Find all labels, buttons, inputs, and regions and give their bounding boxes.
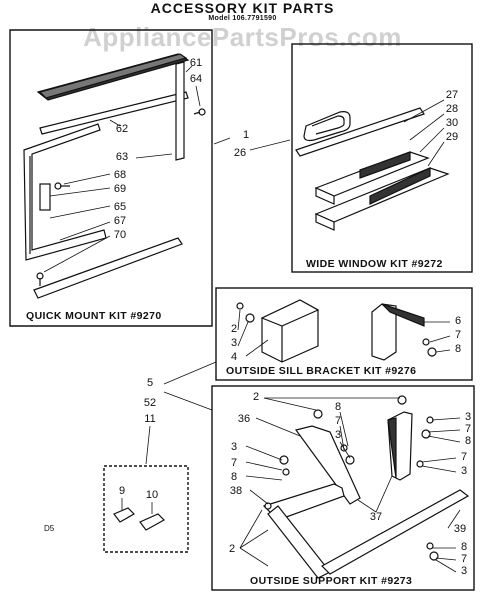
- clip-small-part: [113, 507, 135, 523]
- quick-mount-kit-label: QUICK MOUNT KIT #9270: [26, 310, 162, 322]
- small-parts: [113, 498, 165, 531]
- outside-support-kit-box: [211, 385, 475, 591]
- diagram-title: ACCESSORY KIT PARTS: [150, 0, 335, 16]
- callout-67: 67: [113, 215, 127, 227]
- wide-window-leaders: [403, 99, 445, 167]
- callout-28: 28: [445, 103, 459, 115]
- vertical-rail-part: [175, 61, 185, 161]
- callout-sb-3: 3: [230, 337, 238, 349]
- callout-63: 63: [115, 151, 129, 163]
- callout-26: 26: [233, 147, 247, 159]
- callout-os-mid-8: 8: [334, 401, 342, 413]
- callout-os-right-7: 7: [464, 423, 472, 435]
- callout-os-right-3: 3: [464, 411, 472, 423]
- callout-os-bot-3: 3: [460, 565, 468, 577]
- corner-code: D5: [44, 524, 55, 533]
- callout-62: 62: [115, 123, 129, 135]
- quick-mount-kit-box: [9, 29, 213, 327]
- callout-37: 37: [369, 511, 383, 523]
- outside-support-parts: [262, 395, 470, 579]
- wide-window-kit-box: [291, 43, 473, 273]
- sill-bracket-kit-box: [215, 287, 473, 381]
- callout-39: 39: [453, 523, 467, 535]
- wide-window-parts: [295, 107, 450, 231]
- callout-sb-4: 4: [230, 351, 238, 363]
- callout-os-bot-8: 8: [460, 541, 468, 553]
- callout-69: 69: [113, 183, 127, 195]
- callout-sb-6: 6: [454, 315, 462, 327]
- filler-strip-part: [295, 107, 425, 157]
- callout-os-right-8: 8: [464, 435, 472, 447]
- callout-61: 61: [189, 57, 203, 69]
- callout-os-8: 8: [230, 471, 238, 483]
- quick-mount-parts: [23, 53, 206, 299]
- callout-52: 52: [143, 397, 157, 409]
- watermark: AppliancePartsPros.com: [83, 22, 402, 52]
- callout-10: 10: [145, 489, 159, 501]
- callout-38: 38: [229, 485, 243, 497]
- callout-68: 68: [113, 169, 127, 181]
- callout-os-right-7b: 7: [460, 451, 468, 463]
- bottom-rail-part: [33, 237, 183, 299]
- side-frame-part: [23, 123, 107, 261]
- callout-os-2-top: 2: [252, 391, 260, 403]
- clip-part: [39, 183, 51, 211]
- model-number: Model 106.7791590: [208, 15, 277, 22]
- callout-sb-7: 7: [454, 329, 462, 341]
- sill-bracket-leaders: [145, 309, 451, 465]
- clip-small-part-2: [139, 513, 165, 531]
- bottom-rail-part-os: [321, 489, 470, 575]
- callout-5: 5: [146, 377, 154, 389]
- callout-os-right-3b: 3: [460, 465, 468, 477]
- callout-29: 29: [445, 131, 459, 143]
- callout-sb-8: 8: [454, 343, 462, 355]
- callout-sb-2: 2: [230, 323, 238, 335]
- callout-70: 70: [113, 229, 127, 241]
- callout-os-mid-7: 7: [334, 415, 342, 427]
- callout-os-bot-7: 7: [460, 553, 468, 565]
- callout-os-2-bottom: 2: [228, 543, 236, 555]
- callout-os-7: 7: [230, 457, 238, 469]
- callout-os-3: 3: [230, 441, 238, 453]
- callout-65: 65: [113, 201, 127, 213]
- callout-27: 27: [445, 89, 459, 101]
- callout-1: 1: [242, 129, 250, 141]
- diagonal-leg-part: [267, 505, 331, 579]
- wide-window-kit-label: WIDE WINDOW KIT #9272: [306, 258, 443, 270]
- gasket-strip-part: [39, 91, 189, 135]
- callout-36: 36: [237, 413, 251, 425]
- small-parts-box: [103, 465, 189, 553]
- quick-mount-leaders: [43, 65, 291, 273]
- sill-bracket-parts: [236, 299, 437, 363]
- callout-11: 11: [144, 413, 156, 425]
- outside-support-kit-label: OUTSIDE SUPPORT KIT #9273: [250, 575, 413, 587]
- sill-bracket-kit-label: OUTSIDE SILL BRACKET KIT #9276: [226, 365, 417, 377]
- gasket-coil-part: [303, 111, 351, 142]
- callout-9: 9: [118, 485, 126, 497]
- callout-64: 64: [189, 73, 203, 85]
- callout-30: 30: [445, 117, 459, 129]
- outside-support-leaders: [239, 397, 461, 573]
- callout-os-mid-3: 3: [334, 429, 342, 441]
